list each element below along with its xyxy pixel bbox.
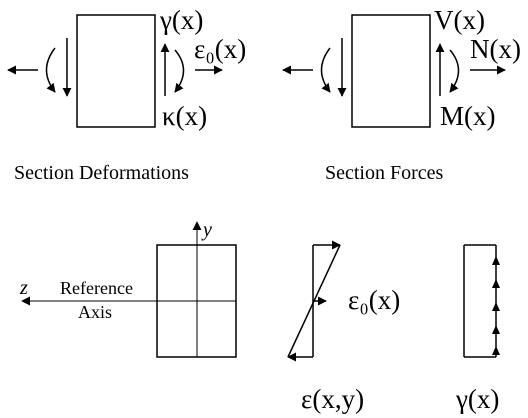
axial-strain-label: ε₀(x) <box>194 34 246 64</box>
shear-force-label: V(x) <box>434 5 485 35</box>
y-axis-label: y <box>201 219 212 241</box>
axial-strain-distribution-label: ε₀(x) <box>348 285 400 315</box>
strain-distribution-panel <box>287 240 341 362</box>
left-moment-arrow <box>45 47 56 93</box>
section-forces-caption: Section Forces <box>325 162 444 184</box>
left-moment-force-arrow <box>320 47 331 93</box>
shear-arrowhead <box>492 325 500 334</box>
cross-section-panel <box>21 221 237 358</box>
deformation-element <box>76 14 156 128</box>
section-deformations-caption: Section Deformations <box>14 162 189 184</box>
shear-distribution-panel <box>463 244 497 358</box>
force-element <box>351 14 431 128</box>
reference-axis-label-line2: Axis <box>78 302 112 322</box>
reference-axis-label-line1: Reference <box>60 278 133 298</box>
shear-arrowhead <box>492 279 500 288</box>
strain-profile-line <box>287 244 341 358</box>
strain-distribution-caption: ε(x,y) <box>301 384 364 414</box>
shear-arrowhead <box>492 346 500 355</box>
shear-arrowheads <box>492 256 500 355</box>
moment-label: M(x) <box>440 101 496 131</box>
curvature-label: κ(x) <box>162 101 207 131</box>
shear-distribution-caption: γ(x) <box>455 384 499 414</box>
normal-force-label: N(x) <box>470 34 521 64</box>
shear-arrowhead <box>492 256 500 265</box>
section-deformations-panel <box>7 14 223 128</box>
right-moment-force-arrow <box>449 49 460 93</box>
right-moment-arrow <box>174 49 185 93</box>
section-forces-panel <box>282 14 506 128</box>
shear-arrowhead <box>492 302 500 311</box>
z-axis-label: z <box>19 277 28 299</box>
shear-strain-label: γ(x) <box>159 5 203 35</box>
